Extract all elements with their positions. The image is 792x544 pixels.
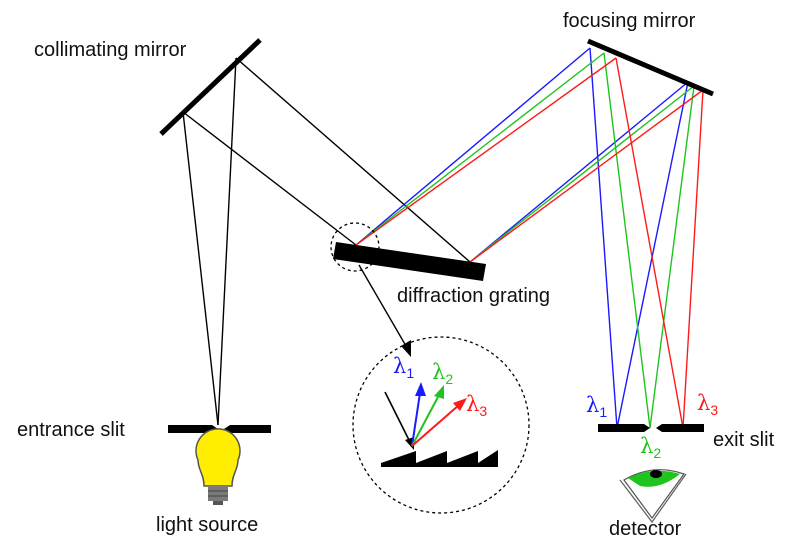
zoom-arrow-head [401, 340, 411, 357]
lambda-1-label-grating: λ1 [393, 354, 415, 381]
red-rays [355, 57, 704, 429]
entrance-slit [168, 425, 271, 433]
exit-slit-label: exit slit [713, 429, 775, 451]
light-source-label: light source [156, 514, 259, 536]
blazed-grating-profile [381, 450, 498, 467]
collimating-mirror [159, 38, 262, 136]
lambda-2-label-exit: λ2 [640, 434, 662, 461]
grating-detail [352, 336, 530, 514]
focusing-mirror-label: focusing mirror [563, 10, 696, 32]
detail-circle [352, 336, 530, 514]
entrance-slit-label: entrance slit [17, 419, 125, 441]
collimating-mirror-label: collimating mirror [34, 39, 187, 61]
lambda-1-label-exit: λ1 [586, 393, 608, 420]
diffraction-grating-bar [333, 242, 486, 281]
lambda-3-label-grating: λ3 [466, 392, 488, 419]
green-rays [355, 52, 695, 429]
incident-rays [182, 57, 471, 426]
grating-zoom-marker [330, 222, 380, 272]
lambda-3-label-exit: λ3 [697, 391, 719, 418]
diffraction-grating-label: diffraction grating [397, 285, 551, 307]
lambda-2-label-grating: λ2 [432, 360, 454, 387]
light-bulb-icon [195, 428, 241, 505]
focusing-mirror [587, 38, 714, 97]
exit-slit-plates [598, 424, 704, 432]
zoom-arrow-line [358, 264, 407, 347]
blue-rays [355, 47, 689, 429]
detector-label: detector [609, 518, 682, 540]
detector-eye-icon [619, 469, 687, 524]
